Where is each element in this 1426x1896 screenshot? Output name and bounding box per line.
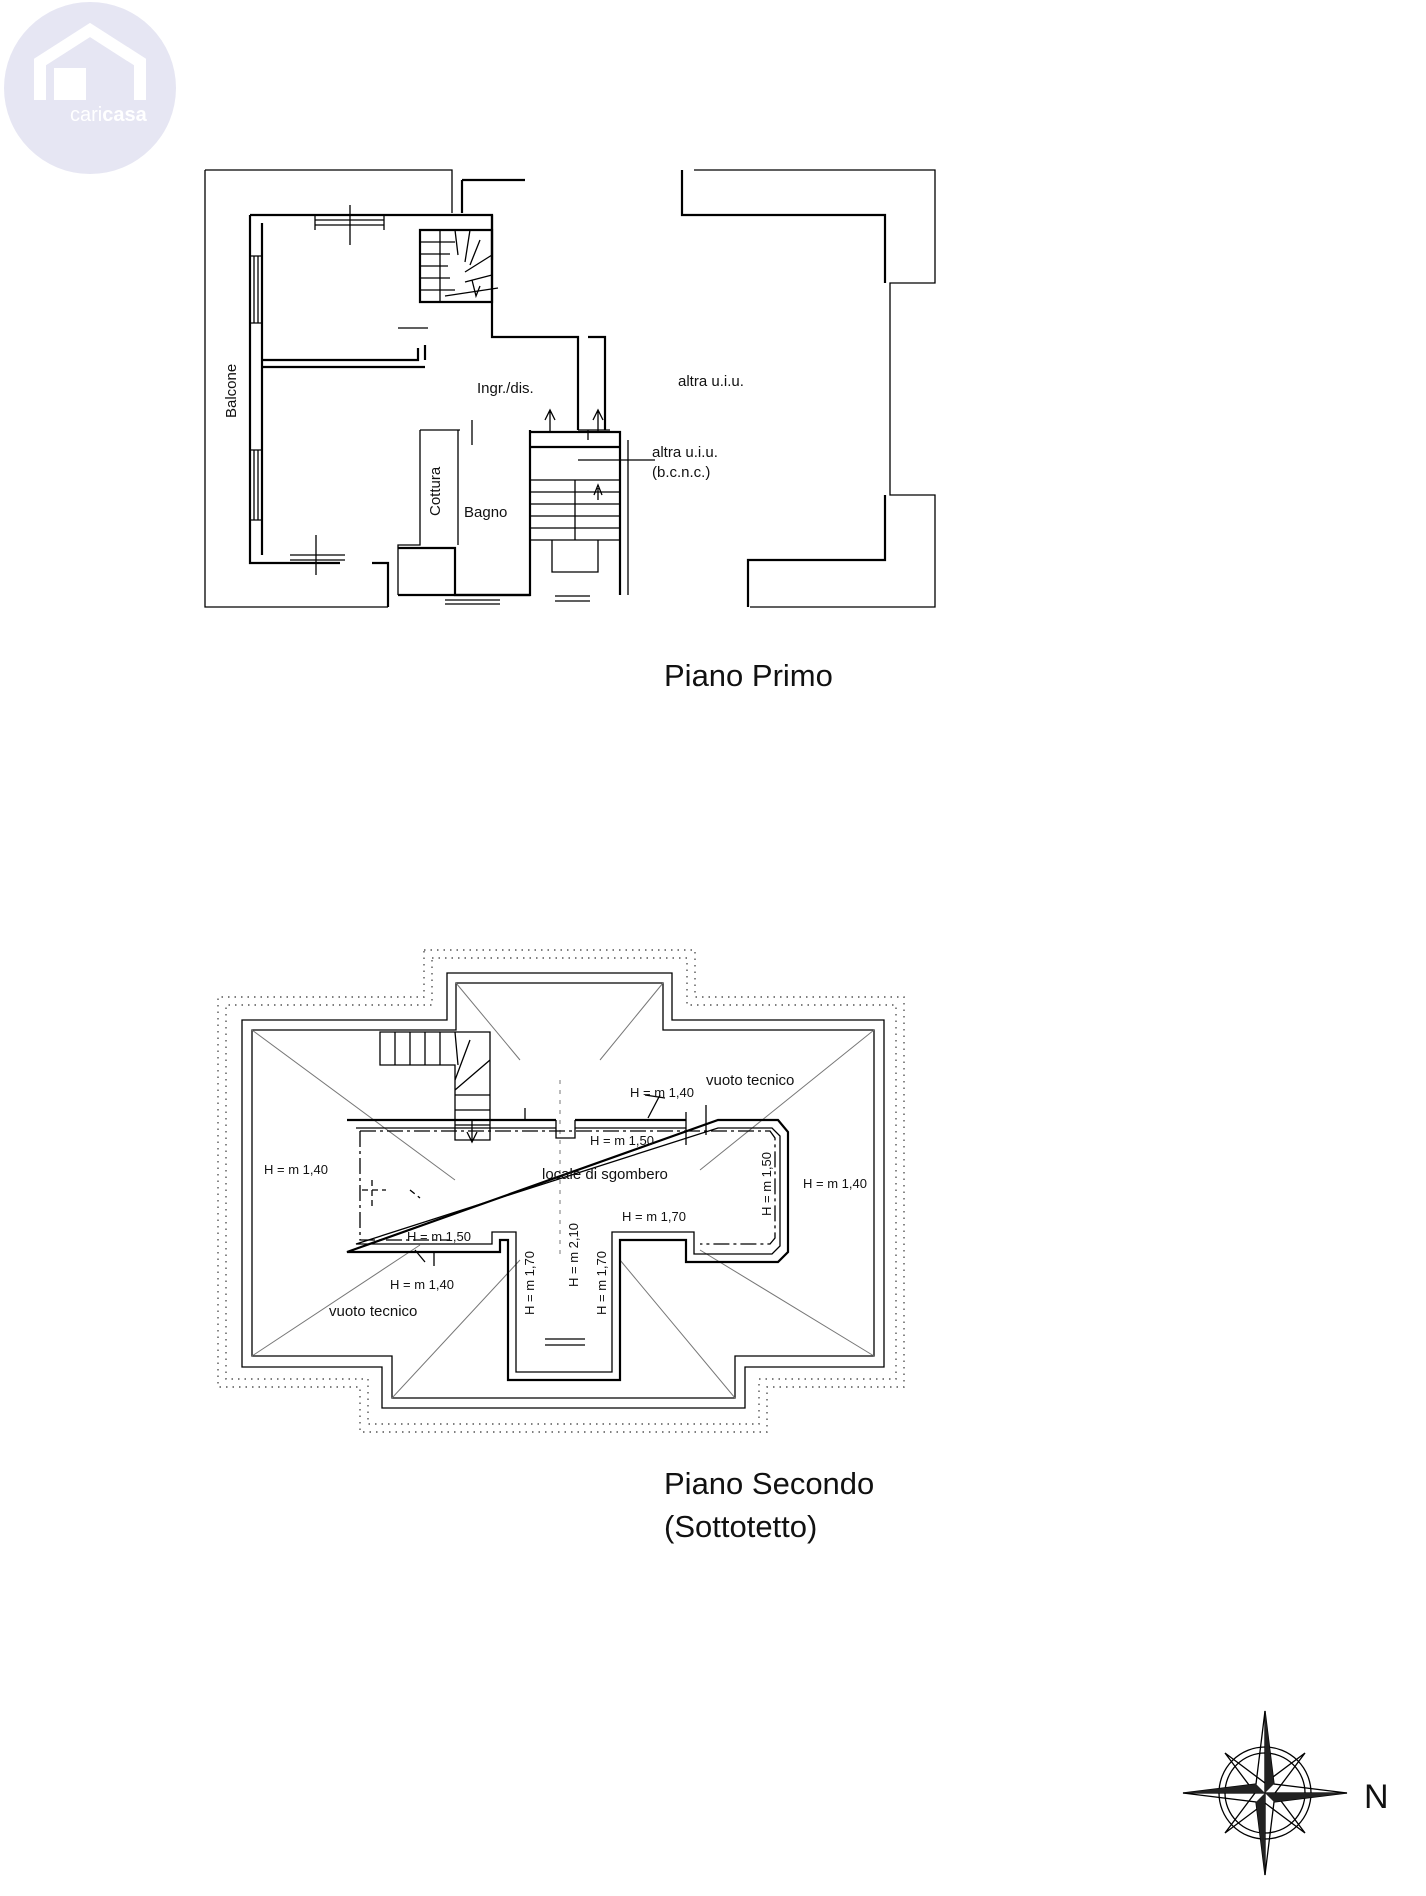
- label-h-right-outer: H = m 1,40: [803, 1176, 867, 1191]
- title-piano-secondo: Piano Secondo: [664, 1466, 874, 1501]
- locale-sgombero-inner: [355, 1127, 781, 1373]
- label-cottura: Cottura: [427, 466, 444, 516]
- wall-details: [524, 1094, 707, 1145]
- window-bottom: [290, 535, 345, 575]
- label-vuoto-tecnico-top: vuoto tecnico: [706, 1072, 794, 1089]
- compass-north-label: N: [1364, 1778, 1389, 1816]
- corridor-wall-upper: [460, 178, 525, 213]
- compass-star-fill: [1183, 1711, 1347, 1875]
- label-h-bottom-inner: H = m 1,50: [407, 1229, 471, 1244]
- arrow-up-left: [544, 408, 556, 432]
- roof-hip-lines: [251, 982, 875, 1399]
- room-divider-wall: [262, 345, 427, 369]
- lot-outline: [204, 169, 936, 608]
- window-top: [314, 205, 385, 245]
- window-balcone-top: [250, 255, 262, 324]
- label-altra-uiu-main: altra u.i.u.: [678, 373, 744, 390]
- min-height-line: [359, 1130, 776, 1245]
- logo-circle: [4, 2, 176, 174]
- logo-text-light: cari: [70, 104, 102, 126]
- label-h-vert-right: H = m 1,70: [594, 1251, 609, 1315]
- logo-window: [54, 68, 86, 100]
- label-bagno: Bagno: [464, 504, 507, 521]
- window-balcone-bottom: [250, 449, 262, 521]
- ingress-walls: [397, 420, 473, 595]
- label-h-vert-left: H = m 1,70: [522, 1251, 537, 1315]
- floor-plan-piano-secondo: locale di sgombero vuoto tecnico vuoto t…: [217, 949, 905, 1544]
- label-locale-sgombero: locale di sgombero: [542, 1166, 668, 1183]
- label-h-vert-mid: H = m 2,10: [566, 1223, 581, 1287]
- roof-eaves-outline: [217, 949, 905, 1433]
- label-altra-uiu-stair: altra u.i.u.: [652, 444, 718, 461]
- outer-wall: [241, 972, 885, 1409]
- corridor-wall-top: [490, 215, 580, 430]
- altra-uiu-wall-top: [680, 170, 887, 283]
- staircase-top: [418, 228, 499, 304]
- stair-landing: [578, 429, 610, 440]
- label-h-left: H = m 1,40: [264, 1162, 328, 1177]
- title-sottotetto: (Sottotetto): [664, 1509, 817, 1544]
- locale-sgombero-walls: [346, 1118, 790, 1382]
- leader-ticks: [414, 1094, 666, 1266]
- label-h-center-right: H = m 1,70: [622, 1209, 686, 1224]
- corridor-wall-right: [588, 335, 607, 430]
- label-h-right-inner: H = m 1,50: [759, 1152, 774, 1216]
- label-h-bottom-outer: H = m 1,40: [390, 1277, 454, 1292]
- roof-eaves-inner: [225, 957, 897, 1425]
- logo-text-bold: casa: [102, 104, 147, 126]
- house-icon: [34, 22, 146, 100]
- title-piano-primo: Piano Primo: [664, 658, 833, 693]
- staircase-attic: [379, 1031, 491, 1144]
- altra-uiu-wall-bottom: [746, 495, 887, 607]
- staircase-middle: [530, 430, 629, 602]
- hidden-lines: [362, 1180, 421, 1206]
- label-h-top-outer: H = m 1,40: [630, 1085, 694, 1100]
- compass-star-diagonal: [1224, 1752, 1306, 1834]
- outer-wall-inner: [251, 982, 875, 1399]
- attic-window: [545, 1338, 585, 1346]
- label-vuoto-tecnico-bottom: vuoto tecnico: [329, 1303, 417, 1320]
- label-ingresso: Ingr./dis.: [477, 380, 534, 397]
- label-bcnc: (b.c.n.c.): [652, 464, 710, 481]
- caricasa-logo: caricasa: [4, 2, 176, 174]
- logo-text: caricasa: [70, 104, 148, 126]
- bagno-window: [445, 594, 500, 605]
- label-h-top-inner: H = m 1,50: [590, 1133, 654, 1148]
- floor-plan-piano-primo: Balcone Ingr./dis. altra u.i.u. altra u.…: [204, 169, 936, 693]
- arrow-up-right: [592, 408, 604, 432]
- label-balcone: Balcone: [223, 364, 240, 418]
- compass-rose-icon: [1182, 1710, 1348, 1876]
